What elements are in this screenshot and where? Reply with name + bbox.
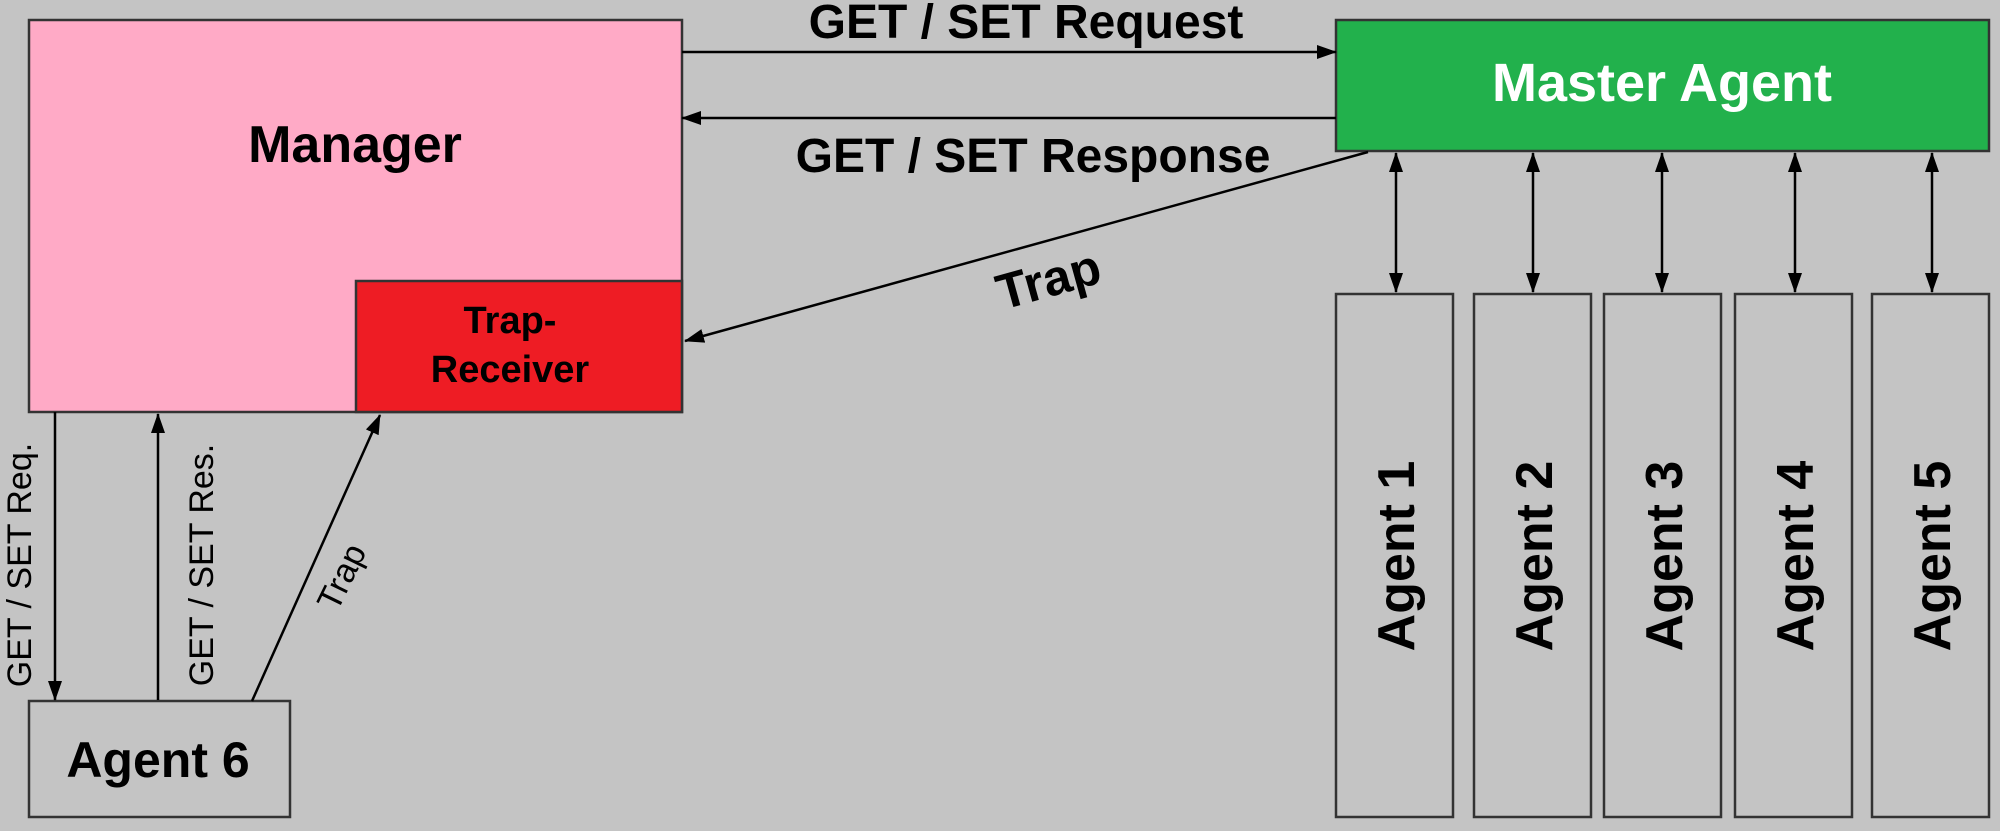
agent-1-box	[1334, 292, 1455, 819]
request-label: GET / SET Request	[809, 0, 1244, 49]
agent-4-label: Agent 4	[1767, 461, 1825, 652]
agent6-response-label: GET / SET Res.	[183, 444, 221, 686]
agent6-request-label: GET / SET Req.	[1, 443, 39, 687]
master-agent-label: Master Agent	[1492, 53, 1832, 113]
agent-5-box	[1870, 292, 1991, 819]
agent-6-box	[27, 699, 292, 819]
agent-2-label: Agent 2	[1506, 461, 1564, 652]
agent6-trap-arrow	[250, 414, 382, 702]
manager-label: Manager	[248, 116, 462, 174]
agent-5-label: Agent 5	[1904, 461, 1962, 652]
trap-receiver-label-line2: Receiver	[431, 349, 590, 391]
agent-3-label: Agent 3	[1636, 461, 1694, 652]
agent-2-box	[1472, 292, 1593, 819]
master-agent-box	[1334, 18, 1991, 153]
trap-master-arrow	[684, 150, 1369, 343]
trap-receiver-box	[354, 279, 684, 414]
agent-4-box	[1733, 292, 1854, 819]
trap-receiver-label-line1: Trap-	[464, 300, 557, 342]
agent-1-label: Agent 1	[1368, 461, 1426, 652]
response-label: GET / SET Response	[796, 130, 1271, 183]
agent-3-box	[1602, 292, 1723, 819]
agent-6-label: Agent 6	[66, 732, 249, 788]
